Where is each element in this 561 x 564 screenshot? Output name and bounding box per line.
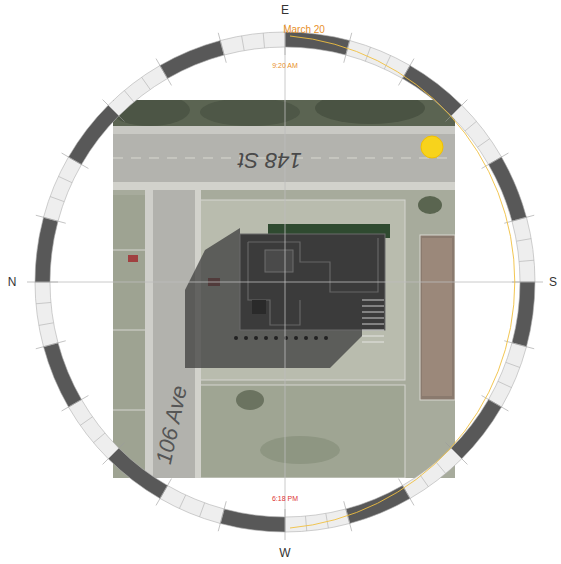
- ring-segment: [512, 282, 535, 347]
- ring-segment: [68, 400, 118, 459]
- ring-tick: [504, 215, 534, 223]
- ring-segment: [489, 157, 527, 221]
- ring-tick: [446, 100, 468, 122]
- ring-tick: [519, 260, 534, 261]
- ring-tick: [436, 462, 446, 473]
- ring-tick: [58, 176, 72, 182]
- ring-segment: [44, 343, 82, 407]
- street-name: 148 St: [238, 149, 302, 171]
- ring-tick: [36, 215, 66, 223]
- date-label: March 20: [283, 25, 325, 35]
- ring-tick: [498, 381, 512, 387]
- compass-point: N: [8, 276, 17, 288]
- ring-tick: [365, 47, 370, 61]
- ring-tick: [285, 509, 286, 540]
- ring-tick: [199, 503, 204, 517]
- ring-tick: [305, 516, 306, 531]
- ring-segment: [451, 105, 501, 164]
- axis-line: [35, 282, 535, 283]
- ring-segment: [285, 509, 350, 532]
- sun-path: [290, 36, 515, 528]
- ring-tick: [80, 417, 92, 426]
- ring-tick: [512, 282, 543, 283]
- ring-segment: [346, 486, 410, 524]
- ring-tick: [465, 121, 476, 131]
- ring-segment: [44, 157, 82, 221]
- sun: [421, 136, 443, 158]
- ring-tick: [93, 433, 104, 443]
- ring-tick: [218, 33, 226, 63]
- ring-tick: [36, 302, 51, 303]
- ring-segment: [220, 32, 285, 55]
- street-name: 106 Ave: [153, 384, 191, 466]
- compass-point: S: [549, 276, 557, 288]
- ring-tick: [326, 513, 329, 528]
- compass-ring: [27, 24, 543, 540]
- ring-segment: [403, 448, 462, 498]
- ring-tick: [516, 239, 531, 242]
- ring-tick: [478, 139, 490, 148]
- ring-segment: [346, 41, 410, 79]
- compass-point: E: [281, 4, 289, 16]
- time-label: 9:20 AM: [272, 62, 298, 69]
- ring-tick: [242, 36, 245, 51]
- ring-tick: [142, 77, 151, 89]
- ring-tick: [50, 196, 64, 201]
- ring-tick: [103, 443, 125, 465]
- ring-segment: [489, 343, 527, 407]
- ring-segment: [512, 217, 535, 282]
- ring-tick: [62, 153, 89, 169]
- ring-tick: [156, 479, 172, 506]
- time-label: 6:18 PM: [272, 495, 298, 502]
- ring-tick: [124, 90, 134, 101]
- ring-segment: [403, 65, 462, 115]
- ring-segment: [160, 486, 224, 524]
- ring-segment: [220, 509, 285, 532]
- ring-segment: [35, 217, 58, 282]
- ring-tick: [218, 501, 226, 531]
- ring-tick: [27, 282, 58, 283]
- ring-segment: [108, 65, 167, 115]
- ring-tick: [156, 59, 172, 86]
- compass-point: W: [279, 547, 290, 559]
- ring-segment: [285, 32, 350, 55]
- aerial-map: [113, 100, 455, 478]
- ring-tick: [36, 341, 66, 349]
- ring-segment: [35, 282, 58, 347]
- ring-segment: [160, 41, 224, 79]
- ring-tick: [420, 475, 429, 487]
- ring-tick: [103, 100, 125, 122]
- ring-tick: [446, 443, 468, 465]
- ring-tick: [179, 495, 185, 509]
- ring-tick: [504, 341, 534, 349]
- ring-tick: [506, 362, 520, 367]
- ring-segment: [451, 400, 501, 459]
- ring-tick: [62, 396, 89, 412]
- ring-tick: [263, 33, 264, 48]
- ring-tick: [39, 323, 54, 326]
- ring-segment: [68, 105, 118, 164]
